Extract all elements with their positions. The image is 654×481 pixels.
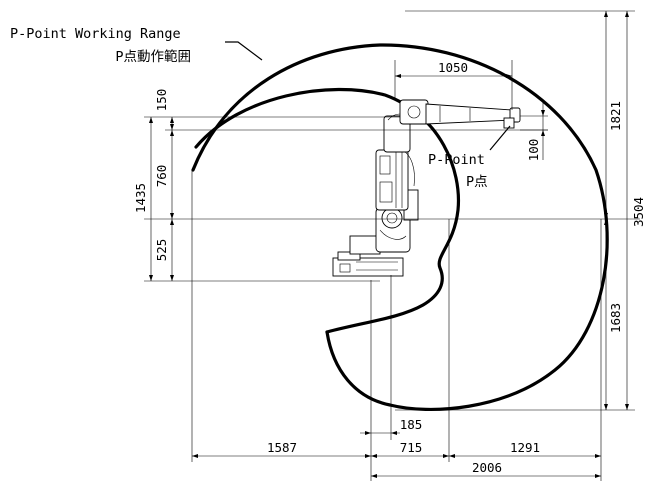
dim-1821: 1821 bbox=[608, 101, 623, 131]
dim-3504: 3504 bbox=[631, 197, 646, 227]
robot-forearm bbox=[425, 103, 513, 125]
robot-base bbox=[332, 257, 404, 277]
dim-525: 525 bbox=[154, 239, 169, 262]
dim-1050: 1050 bbox=[438, 60, 468, 75]
dimension-lines bbox=[149, 11, 629, 478]
dim-760: 760 bbox=[154, 165, 169, 188]
dim-715: 715 bbox=[400, 440, 423, 455]
dim-1683: 1683 bbox=[608, 303, 623, 333]
point-label-jp: P点 bbox=[466, 174, 488, 190]
dim-185: 185 bbox=[400, 417, 423, 432]
dim-100: 100 bbox=[526, 139, 541, 162]
extension-lines bbox=[144, 10, 640, 481]
range-label-en: P-Point Working Range bbox=[10, 26, 181, 42]
leader-lines bbox=[225, 41, 511, 151]
dim-1587: 1587 bbox=[267, 440, 297, 455]
dim-150: 150 bbox=[154, 89, 169, 112]
robot-upper-arm bbox=[399, 99, 429, 125]
working-range-envelope bbox=[191, 43, 609, 412]
dim-1435: 1435 bbox=[133, 183, 148, 213]
labels: P-Point Working Range P点動作範囲 P-Point P点 bbox=[10, 26, 488, 190]
dimension-values: 1050 150 760 1435 525 1821 100 3504 1683… bbox=[133, 60, 646, 475]
point-label-en: P-Point bbox=[428, 152, 485, 168]
dim-1291: 1291 bbox=[510, 440, 540, 455]
range-label-jp: P点動作範囲 bbox=[115, 49, 191, 65]
robot-arm bbox=[332, 99, 521, 277]
dim-2006: 2006 bbox=[472, 460, 502, 475]
